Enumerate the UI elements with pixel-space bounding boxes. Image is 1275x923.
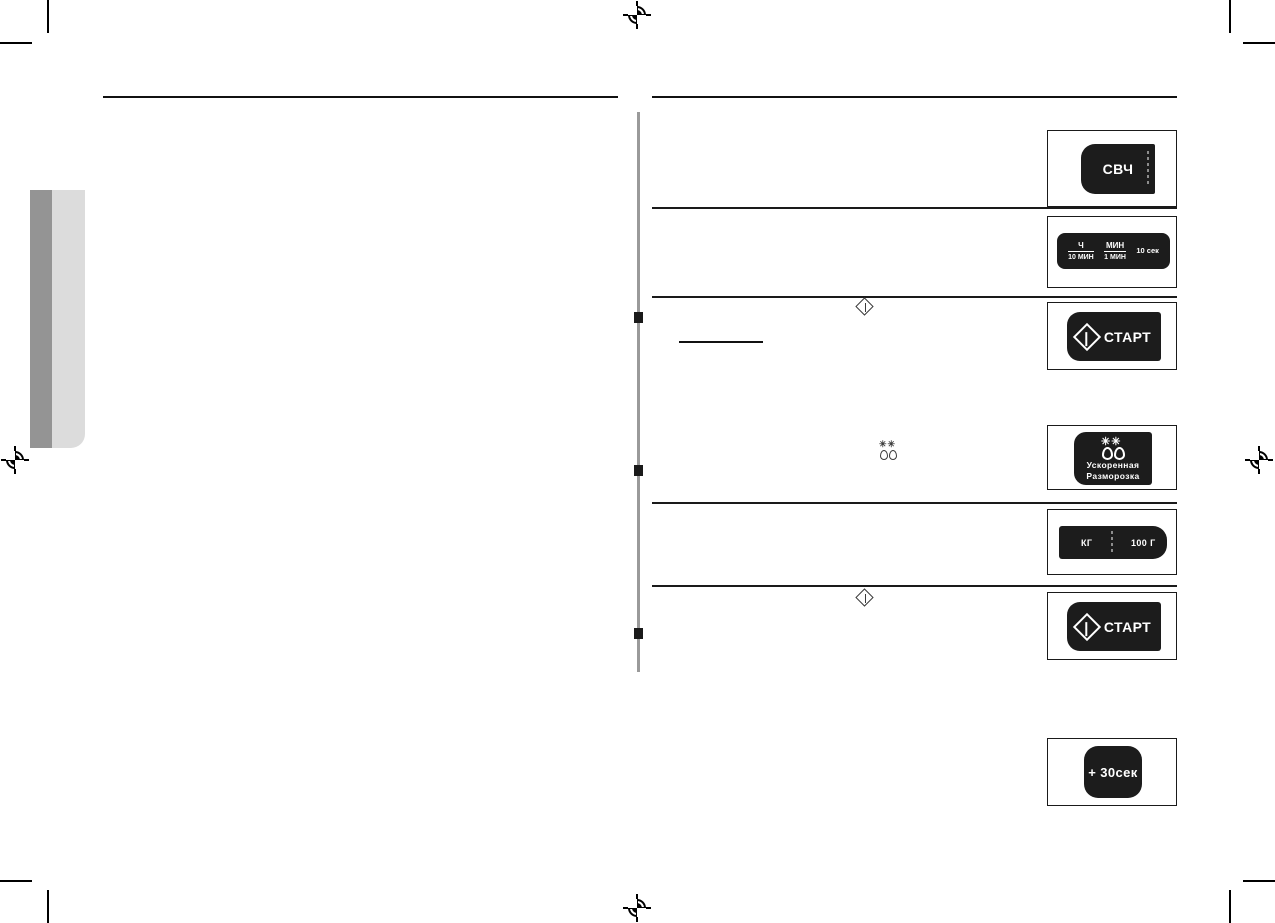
weight-key-100g-label: 100 Г	[1131, 537, 1156, 548]
snowflake-pair: ✳✳	[1101, 435, 1122, 448]
inline-start-diamond-icon-2	[855, 588, 874, 607]
crop-mark-top-left-vertical	[47, 0, 49, 33]
registration-mark-left	[1, 446, 29, 474]
row-separator-1	[652, 207, 1177, 209]
add-30-seconds-key[interactable]: + 30сек	[1084, 746, 1142, 798]
time-key-minute[interactable]: МИН 1 МИН	[1103, 240, 1127, 262]
right-column-header-rule	[652, 96, 1177, 98]
time-key-hour-top: Ч	[1068, 241, 1094, 252]
illustration-start-key-top: СТАРТ	[1047, 302, 1177, 370]
droplet-left	[1102, 446, 1113, 460]
row-separator-2	[652, 296, 1177, 298]
illustration-weight-keys: КГ 100 Г	[1047, 509, 1177, 575]
step-marker-1	[634, 312, 643, 323]
time-key-minute-top: МИН	[1103, 240, 1127, 252]
page-thumb-tab-dark-band	[30, 190, 52, 448]
droplet-right	[1114, 446, 1125, 460]
crop-mark-bottom-right-vertical	[1229, 890, 1231, 923]
illustration-quick-defrost-key: ✳✳ Ускоренная Разморозка	[1047, 425, 1177, 490]
weight-keys-seam	[1111, 531, 1113, 554]
row-separator-4	[652, 585, 1177, 587]
body-text-underline	[679, 341, 763, 343]
registration-mark-bottom	[623, 894, 651, 922]
illustration-plus-30-seconds-key: + 30сек	[1047, 738, 1177, 806]
weight-key-kg-label: КГ	[1081, 537, 1093, 548]
quick-defrost-key[interactable]: ✳✳ Ускоренная Разморозка	[1074, 432, 1152, 485]
time-key-ten-seconds-label: 10 сек	[1136, 246, 1159, 255]
crop-mark-top-left-horizontal	[0, 42, 32, 44]
left-column-header-rule	[103, 96, 618, 98]
microwave-key-label: СВЧ	[1102, 161, 1134, 177]
step-marker-2	[634, 465, 643, 476]
crop-mark-top-right-vertical	[1229, 0, 1231, 33]
illustration-microwave-key: СВЧ	[1047, 130, 1177, 207]
start-key-bottom-label: СТАРТ	[1103, 618, 1152, 635]
registration-mark-right	[1245, 446, 1273, 474]
crop-mark-top-right-horizontal	[1243, 42, 1275, 44]
inline-start-diamond-icon-1	[855, 297, 874, 316]
inline-snowflake-droplet-icon: ✳✳	[879, 440, 899, 464]
snowflake-droplet-icon: ✳✳	[1098, 435, 1128, 460]
add-30-seconds-label: + 30сек	[1088, 764, 1138, 780]
page-thumb-tab	[30, 190, 85, 448]
start-key-top[interactable]: СТАРТ	[1067, 312, 1161, 361]
illustration-start-key-bottom: СТАРТ	[1047, 592, 1177, 660]
time-key-minute-bottom: 1 МИН	[1104, 253, 1126, 261]
illustration-time-keys: Ч 10 МИН МИН 1 МИН 10 сек	[1047, 216, 1177, 288]
quick-defrost-label-line2: Разморозка	[1086, 470, 1140, 481]
time-setting-keys[interactable]: Ч 10 МИН МИН 1 МИН 10 сек	[1057, 233, 1170, 269]
step-marker-3	[634, 628, 643, 639]
time-key-ten-seconds[interactable]: 10 сек	[1136, 246, 1159, 256]
start-key-bottom[interactable]: СТАРТ	[1067, 602, 1161, 651]
microwave-power-key[interactable]: СВЧ	[1081, 144, 1155, 194]
time-key-hour-bottom: 10 МИН	[1068, 253, 1094, 261]
column-divider-rule	[637, 112, 640, 672]
start-key-top-label: СТАРТ	[1103, 328, 1152, 345]
registration-mark-top	[623, 1, 651, 29]
time-key-hour[interactable]: Ч 10 МИН	[1068, 241, 1094, 262]
quick-defrost-label-line1: Ускоренная	[1086, 459, 1140, 470]
crop-mark-bottom-right-horizontal	[1243, 880, 1275, 882]
row-separator-3	[652, 502, 1177, 504]
start-diamond-icon	[1072, 612, 1102, 641]
start-diamond-icon	[1072, 322, 1102, 351]
crop-mark-bottom-left-horizontal	[0, 880, 32, 882]
microwave-key-seam	[1147, 151, 1149, 187]
weight-selection-keys[interactable]: КГ 100 Г	[1059, 526, 1167, 559]
crop-mark-bottom-left-vertical	[47, 890, 49, 923]
